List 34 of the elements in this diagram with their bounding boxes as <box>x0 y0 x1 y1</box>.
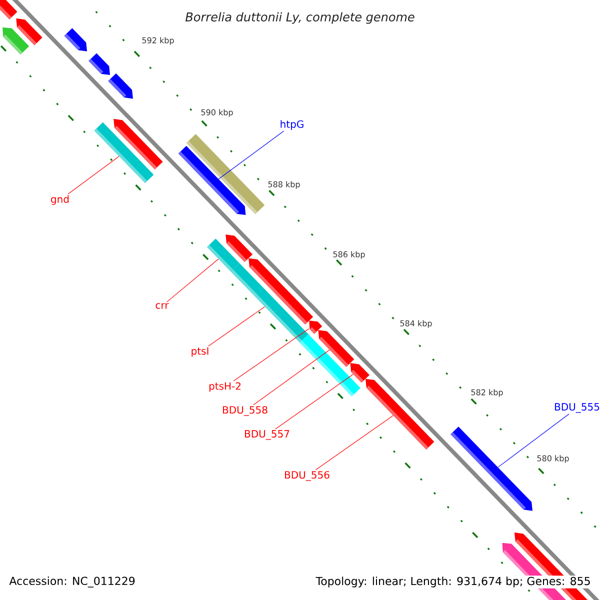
gene-label: crr <box>156 303 169 309</box>
tick-label: 586 kbp <box>333 251 365 259</box>
leader-line <box>275 374 354 430</box>
footer-text: Accession: NC_011229 <box>8 576 136 588</box>
gene-bar <box>318 330 354 367</box>
gene-label: ptsH-2 <box>209 382 240 392</box>
leader-line <box>68 156 120 194</box>
gene-label: BDU_557 <box>245 430 290 440</box>
gene-label: htpG <box>280 120 304 130</box>
gene-label: BDU_555 <box>555 403 600 413</box>
gene-label: BDU_556 <box>285 471 330 481</box>
tick-label: 582 kbp <box>471 389 503 397</box>
leader-line <box>218 130 284 180</box>
leader-line <box>166 258 219 302</box>
gene-label: gnd <box>51 195 69 205</box>
leader-line <box>233 328 310 382</box>
tick-label: 588 kbp <box>268 181 300 189</box>
gene-label: ptsI <box>192 347 208 357</box>
title: Borrelia duttonii Ly, complete genome <box>186 12 414 24</box>
leader-line <box>253 350 330 406</box>
footer-text: Topology: linear; Length: 931,674 bp; Genes: 855 <box>314 576 592 588</box>
leader-line <box>498 414 570 468</box>
gene-bar <box>450 426 532 511</box>
gene-bar <box>350 363 370 383</box>
leader-line <box>208 306 265 346</box>
gene-label: BDU_558 <box>223 406 268 416</box>
gene-bar <box>94 122 154 184</box>
gene-bar <box>309 320 322 334</box>
gene-bar <box>178 146 246 216</box>
tick-label: 592 kbp <box>142 37 174 45</box>
leader-line <box>315 415 394 470</box>
tick-label: 590 kbp <box>201 109 233 117</box>
tick-label: 584 kbp <box>400 320 432 328</box>
gene-bar <box>366 378 434 450</box>
